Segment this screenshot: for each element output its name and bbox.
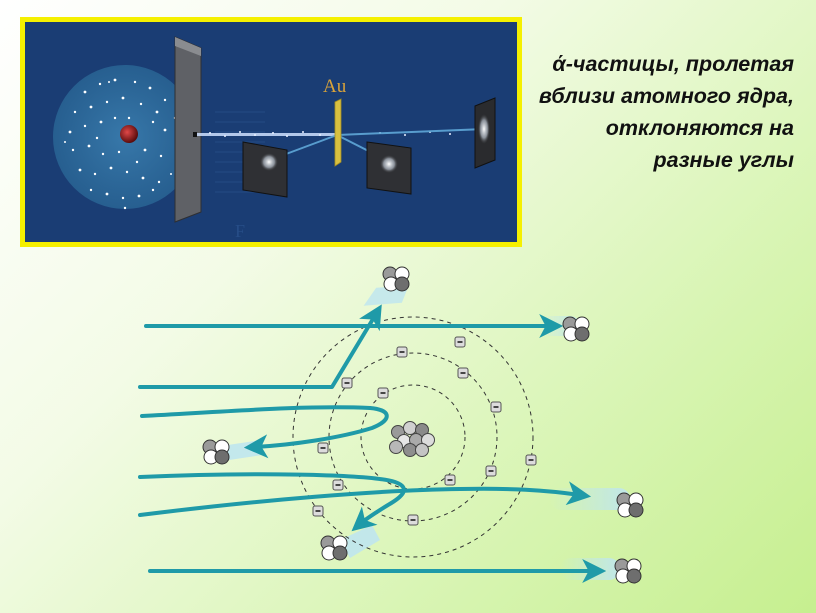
electron: [485, 465, 497, 477]
atomic-nucleus: [389, 421, 435, 457]
shell-outer: [292, 316, 534, 558]
trajectory-backscattered: [140, 405, 389, 459]
alpha-particle: [320, 535, 348, 561]
electron: [341, 377, 353, 389]
foil-label: Au: [323, 76, 347, 97]
alpha-particle: [614, 558, 642, 584]
electron: [457, 367, 469, 379]
caption-text: ά-частицы, пролетая вблизи атомного ядра…: [538, 52, 794, 172]
electron: [396, 346, 408, 358]
electron: [454, 336, 466, 348]
trajectory-slight-deflect: [138, 481, 592, 517]
alpha-particle: [562, 316, 590, 342]
trajectory-deflected-up: [138, 304, 382, 389]
electron: [317, 442, 329, 454]
trajectory-deflected-down: [138, 472, 406, 532]
electron: [525, 454, 537, 466]
experiment-setup-illustration: Au F: [53, 36, 496, 241]
experiment-setup-panel: Au F: [20, 17, 522, 247]
svg-text:F: F: [235, 221, 245, 241]
alpha-particle: [616, 492, 644, 518]
alpha-particle: [382, 266, 410, 292]
alpha-beam: [197, 133, 337, 136]
electron: [407, 514, 419, 526]
electron: [332, 479, 344, 491]
electron: [312, 505, 324, 517]
alpha-particle: [202, 439, 230, 465]
collimator-slit: [193, 132, 197, 137]
electron: [377, 387, 389, 399]
electron: [444, 474, 456, 486]
alpha-source: [120, 125, 138, 143]
alpha-trajectories: [138, 304, 607, 583]
cloud-particles: [64, 78, 182, 210]
gold-foil: [334, 98, 342, 167]
electron: [490, 401, 502, 413]
